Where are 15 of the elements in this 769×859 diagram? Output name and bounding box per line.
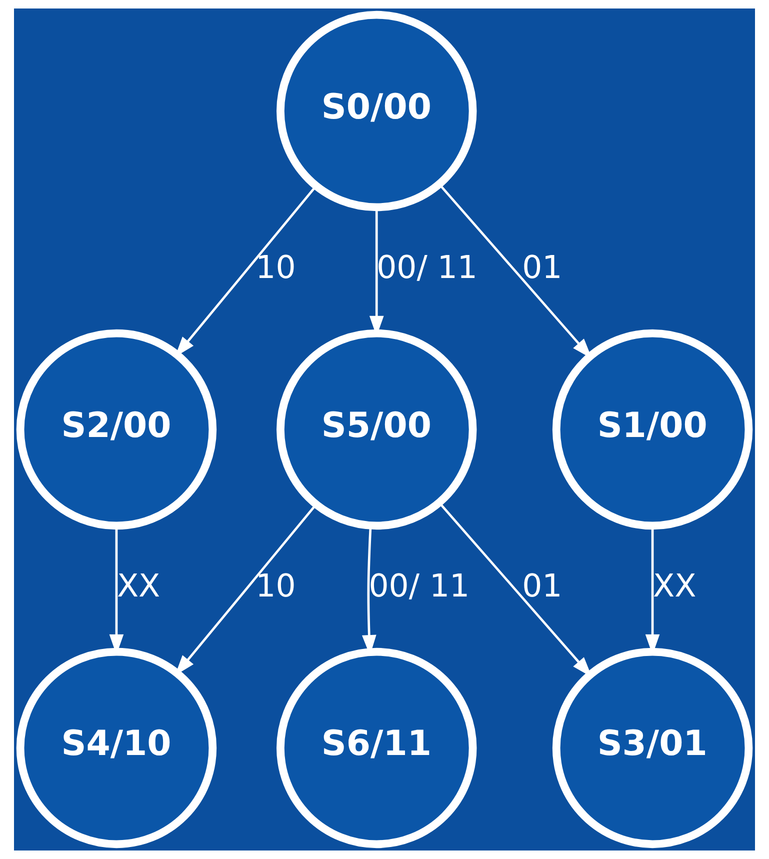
edge-label: 01 <box>522 250 562 286</box>
edge-label: 00/ 11 <box>376 250 478 286</box>
node-circle: S4/10 <box>16 648 217 848</box>
edge-label: 10 <box>256 568 296 605</box>
edge-label: XX <box>116 568 160 605</box>
node-circle: S1/00 <box>552 329 753 530</box>
edge-label: XX <box>653 568 696 605</box>
edge-label: 01 <box>522 568 562 605</box>
node-circle: S3/01 <box>552 648 753 848</box>
node-circle: S5/00 <box>276 329 477 530</box>
node-circle: S0/00 <box>276 10 477 212</box>
edge-label: 10 <box>256 250 296 286</box>
node-circle: S6/11 <box>276 648 477 848</box>
node-circle: S2/00 <box>16 329 217 530</box>
edge-label: 00/ 11 <box>368 568 470 605</box>
